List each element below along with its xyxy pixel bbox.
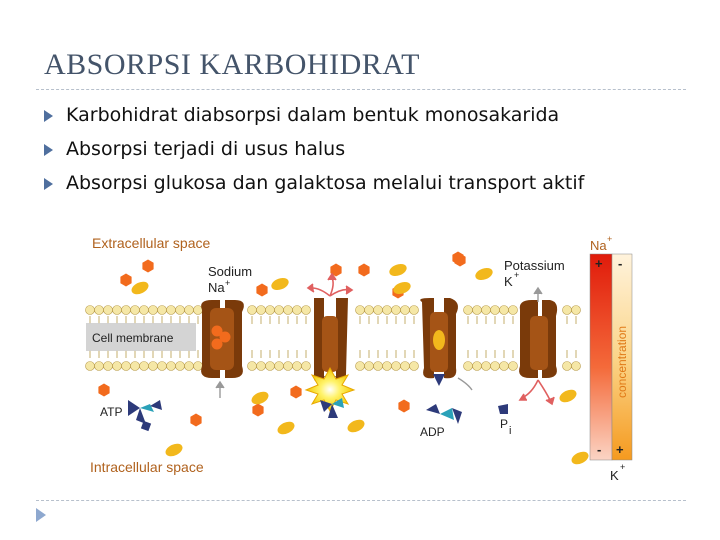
sodium-charge: + (225, 278, 230, 288)
bullet-arrow-icon (44, 178, 53, 190)
bullet-item: Absorpsi glukosa dan galaktosa melalui t… (44, 170, 584, 204)
concentration-label: concentration (615, 326, 629, 398)
adp-molecule-icon (426, 404, 462, 424)
bullet-list: Karbohidrat diabsorpsi dalam bentuk mono… (44, 102, 584, 204)
bullet-text: Absorpsi glukosa dan galaktosa melalui t… (66, 172, 585, 194)
pump-arrows (215, 286, 543, 398)
extracellular-label: Extracellular space (92, 235, 210, 251)
slide-title: ABSORPSI KARBOHIDRAT (44, 48, 420, 81)
sodium-ion (142, 259, 154, 273)
sodium-ion (252, 403, 264, 417)
cell-membrane-label-box (86, 323, 196, 351)
potassium-ion (389, 263, 407, 277)
atp-label: ATP (100, 405, 122, 419)
potassium-ion (475, 267, 493, 281)
sodium-symbol: Na (208, 280, 225, 295)
atp-on-pump-icon (320, 398, 344, 418)
potassium-release-arrows (518, 379, 555, 406)
sodium-ion (98, 383, 110, 397)
potassium-ion (277, 421, 295, 435)
sodium-ion (190, 413, 202, 427)
potassium-ion (571, 451, 589, 465)
lipid-bilayer (85, 305, 581, 371)
gradient-na-charge: + (607, 234, 612, 244)
gradient-right-top-sign: - (618, 256, 622, 271)
pump-state-2 (313, 298, 348, 388)
potassium-ion (131, 281, 149, 295)
potassium-ion (271, 277, 289, 291)
potassium-ion (347, 419, 365, 433)
atp-molecule-icon (128, 400, 162, 432)
sodium-ion (120, 273, 132, 287)
gradient-left-top-sign: + (595, 256, 603, 271)
bullet-arrow-icon (44, 110, 53, 122)
bullet-arrow-icon (44, 144, 53, 156)
cell-membrane-label: Cell membrane (92, 331, 174, 345)
sodium-ion (330, 263, 342, 277)
potassium-ion (165, 443, 183, 457)
potassium-charge: + (514, 270, 519, 280)
potassium-ions (131, 263, 589, 465)
gradient-left-bottom-sign: - (597, 442, 601, 457)
pump-state-3 (420, 298, 458, 386)
title-divider (36, 89, 686, 90)
potassium-ion (393, 281, 411, 295)
gradient-k-label: K (610, 468, 619, 483)
sodium-ions (98, 251, 466, 427)
phosphate-i-label: i (509, 425, 511, 437)
phosphate-icon (498, 404, 508, 414)
pump-state-4 (519, 300, 558, 378)
footer-divider (36, 500, 686, 501)
potassium-label: Potassium (504, 258, 565, 273)
gradient-k-charge: + (620, 462, 625, 472)
adp-label: ADP (420, 425, 445, 439)
pump-state-1 (201, 300, 244, 378)
sodium-ion (398, 399, 410, 413)
sodium-ion (358, 263, 370, 277)
bullet-item: Karbohidrat diabsorpsi dalam bentuk mono… (44, 102, 584, 136)
sodium-ion (290, 385, 302, 399)
sodium-ion (256, 283, 268, 297)
bullet-text: Absorpsi terjadi di usus halus (66, 138, 346, 160)
potassium-ion (251, 391, 269, 405)
gradient-right-bottom-sign: + (616, 442, 624, 457)
potassium-ion (559, 389, 577, 403)
potassium-symbol: K (504, 274, 513, 289)
sodium-potassium-pump-figure: Extracellular space Intracellular space … (80, 228, 650, 491)
gradient-na-label: Na (590, 238, 607, 253)
sodium-release-arrows (306, 272, 354, 297)
intracellular-label: Intracellular space (90, 459, 204, 475)
sodium-ion (454, 253, 466, 267)
slide-corner-arrow-icon (36, 508, 46, 522)
potassium-gradient-bar (611, 253, 633, 461)
phosphate-p-label: P (500, 417, 508, 431)
bullet-text: Karbohidrat diabsorpsi dalam bentuk mono… (66, 104, 560, 126)
bullet-item: Absorpsi terjadi di usus halus (44, 136, 584, 170)
sodium-label: Sodium (208, 264, 252, 279)
sodium-gradient-bar (589, 253, 613, 461)
